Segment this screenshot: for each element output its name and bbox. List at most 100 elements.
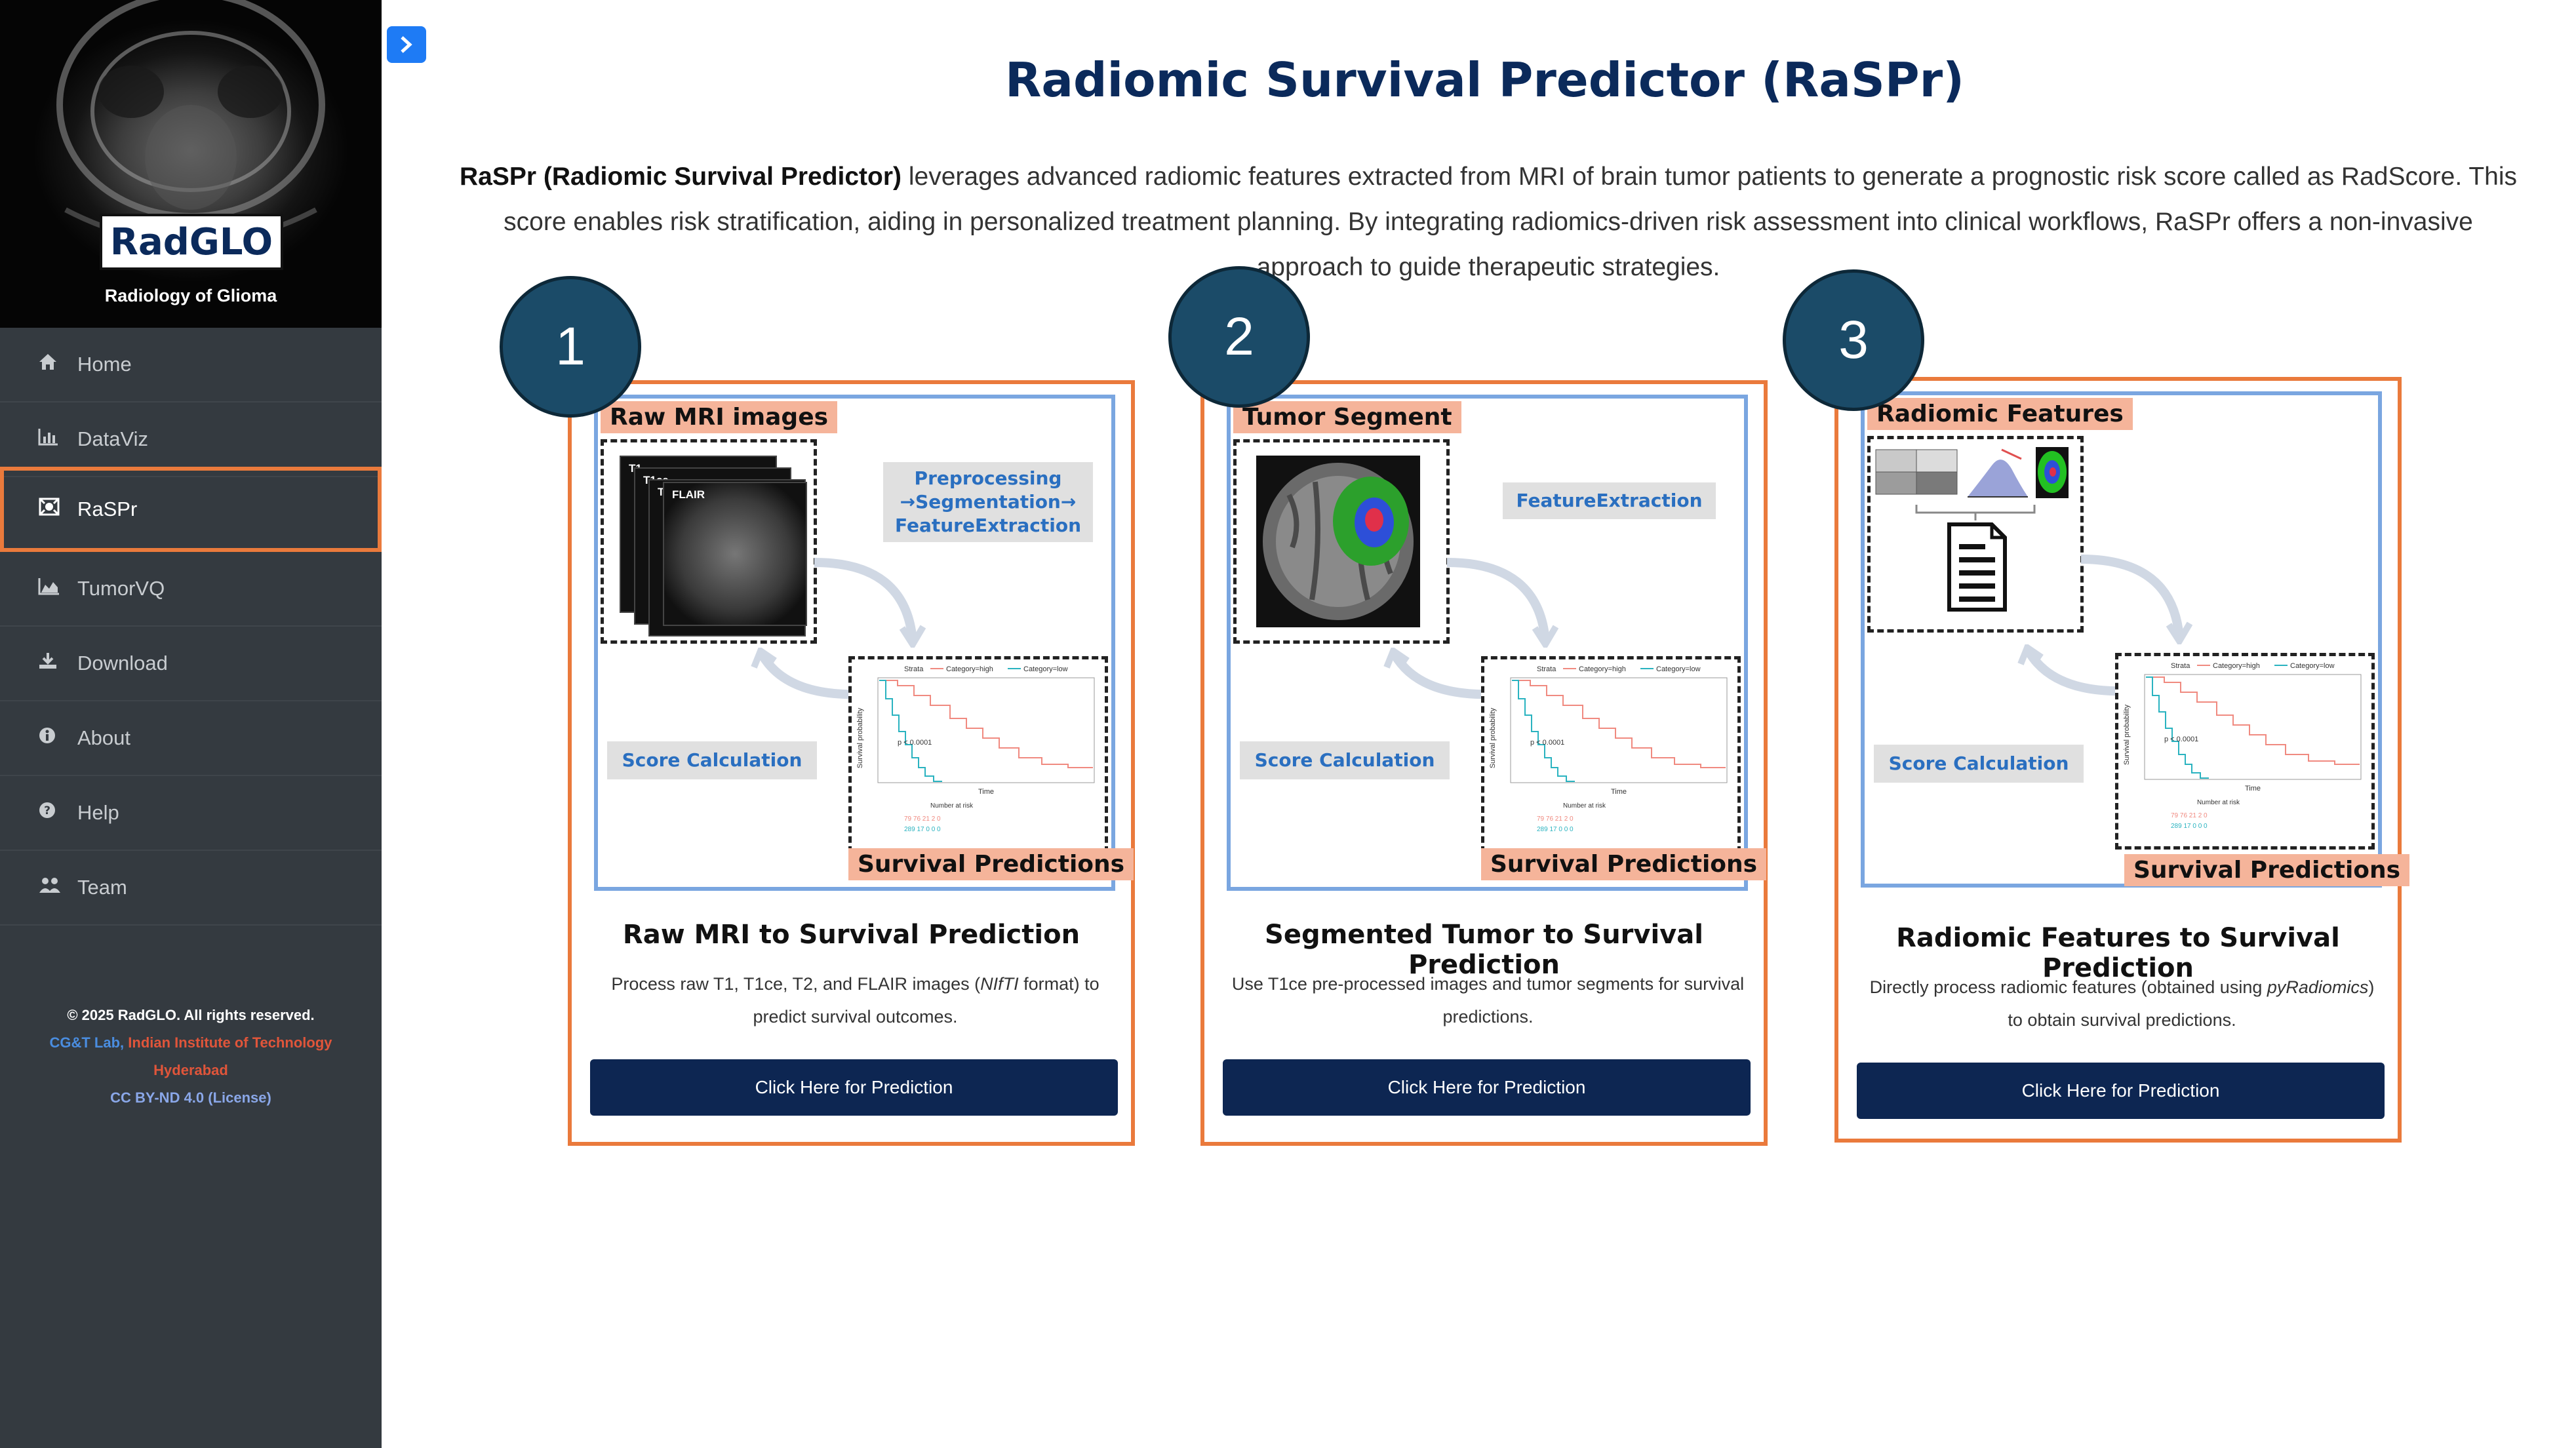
km-risk-title: Number at risk [2197,799,2240,806]
download-icon [38,652,77,675]
input-tag: Radiomic Features [1867,398,2133,430]
question-icon: ? [38,801,77,825]
output-tag: Survival Predictions [1481,848,1767,880]
survival-plot: Strata Category=high Category=low Surviv… [1481,656,1741,853]
km-legend-strata: Strata [1537,665,1556,673]
sidebar-item-home[interactable]: Home [0,328,382,402]
workflow-diagram: Tumor Segment FeatureExtraction Score Ca… [1227,395,1767,891]
km-ylabel: Survival probability [1489,707,1497,768]
sidebar-item-download[interactable]: Download [0,627,382,701]
km-risk-title: Number at risk [1563,802,1606,810]
card-radiomic-features: 3 Radiomic Features [1783,269,2410,1143]
prediction-button[interactable]: Click Here for Prediction [590,1059,1118,1116]
km-risk-row: 79 76 21 2 0 [904,815,941,823]
process-label: FeatureExtraction [1503,482,1716,519]
km-risk-title: Number at risk [930,802,974,810]
km-pvalue: p < 0.0001 [1530,739,1564,747]
tumor-segment-image [1233,439,1450,644]
area-chart-icon [38,577,77,600]
bar-chart-icon [38,427,77,451]
km-pvalue: p < 0.0001 [2164,735,2198,743]
sidebar-item-label: Download [77,652,168,675]
sidebar-item-label: Team [77,876,127,899]
intro-paragraph: RaSPr (Radiomic Survival Predictor) leve… [452,154,2524,290]
sidebar-item-team[interactable]: Team [0,851,382,926]
copyright-text: © 2025 RadGLO. All rights reserved. [67,1007,315,1023]
mri-stack-image: T1 T1ce T2 FLAIR [601,439,817,644]
card-title: Radiomic Features to Survival Prediction [1896,923,2340,983]
sidebar-item-dataviz[interactable]: DataViz [0,402,382,477]
km-risk-row: 289 17 0 0 0 [2171,823,2208,830]
svg-text:?: ? [44,804,50,817]
card-description: Process raw T1, T1ce, T2, and FLAIR imag… [611,974,1100,1027]
card-description: Use T1ce pre-processed images and tumor … [1231,974,1745,1027]
institute-city-link[interactable]: Hyderabad [153,1062,228,1078]
workflow-diagram: Raw MRI images T1 T1ce T2 FLAIR Preproce… [594,395,1134,891]
step-badge: 1 [500,276,641,418]
chevron-right-icon [401,36,412,53]
logo[interactable]: RadGLO [100,214,283,270]
km-pvalue: p < 0.0001 [898,739,932,747]
km-legend-high: Category=high [1579,665,1626,673]
output-tag: Survival Predictions [848,848,1134,880]
info-icon [38,726,77,750]
score-label: Score Calculation [1874,745,2084,783]
sidebar-item-label: DataViz [77,427,148,450]
sidebar-item-label: Home [77,353,132,376]
flow-arrow-down [1446,558,1558,648]
km-legend-low: Category=low [2290,662,2335,670]
km-ylabel: Survival probability [856,707,864,768]
input-tag: Raw MRI images [601,401,838,433]
logo-subtitle: Radiology of Glioma [104,286,277,305]
input-tag: Tumor Segment [1233,401,1461,433]
prediction-button[interactable]: Click Here for Prediction [1223,1059,1751,1116]
km-risk-row: 289 17 0 0 0 [904,826,941,833]
lab-link[interactable]: CG&T Lab, [49,1034,125,1051]
km-risk-row: 289 17 0 0 0 [1537,826,1574,833]
sidebar-item-label: About [77,726,131,749]
card-title: Raw MRI to Survival Prediction [622,920,1080,950]
prediction-button[interactable]: Click Here for Prediction [1857,1063,2385,1119]
km-legend-high: Category=high [946,665,993,673]
radiomic-features-image [1867,436,2084,633]
survival-plot: Strata Category=high Category=low Surviv… [848,656,1108,853]
km-legend-strata: Strata [904,665,924,673]
km-xlabel: Time [2245,785,2261,792]
score-label: Score Calculation [607,741,817,779]
home-icon [38,353,77,376]
page-title: Radiomic Survival Predictor (RaSPr) [1004,52,1965,108]
license-link[interactable]: CC BY-ND 4.0 (License) [110,1089,271,1106]
flow-arrow-down [2080,555,2192,644]
sidebar-toggle-button[interactable] [387,26,426,63]
km-risk-row: 79 76 21 2 0 [2171,812,2208,819]
km-legend-high: Category=high [2213,662,2260,670]
intro-text: leverages advanced radiomic features ext… [504,163,2518,281]
flow-arrow-down [814,558,926,648]
step-badge: 2 [1168,266,1310,408]
sidebar-item-label: Help [77,801,119,824]
users-icon [38,876,77,899]
sidebar-item-raspr[interactable]: RaSPr [0,467,382,552]
km-legend-strata: Strata [2171,662,2190,670]
mri-background-image [56,0,325,245]
card-segmented-tumor: 2 Tumor Segment FeatureExtraction Score … [1168,266,1768,1146]
sidebar-item-about[interactable]: About [0,701,382,776]
workflow-diagram: Radiomic Features [1861,391,2410,888]
step-badge: 3 [1783,269,1924,411]
mri-slice-label: FLAIR [672,488,705,501]
score-label: Score Calculation [1240,741,1450,779]
card-raw-mri: 1 Raw MRI images T1 T1ce T2 FLAIR Prepro… [500,276,1135,1146]
km-legend-low: Category=low [1656,665,1701,673]
institute-link[interactable]: Indian Institute of Technology [128,1034,332,1051]
raspr-icon [38,497,77,522]
km-legend-low: Category=low [1023,665,1068,673]
sidebar-item-label: RaSPr [77,498,138,520]
intro-bold: RaSPr (Radiomic Survival Predictor) [459,163,902,191]
km-ylabel: Survival probability [2123,704,2131,765]
sidebar-item-tumorvq[interactable]: TumorVQ [0,552,382,627]
card-title: Segmented Tumor to Survival Prediction [1265,920,1703,980]
sidebar-footer: © 2025 RadGLO. All rights reserved. CG&T… [0,1002,382,1112]
sidebar-item-help[interactable]: ? Help [0,776,382,851]
km-risk-row: 79 76 21 2 0 [1537,815,1574,823]
km-xlabel: Time [1611,788,1627,796]
